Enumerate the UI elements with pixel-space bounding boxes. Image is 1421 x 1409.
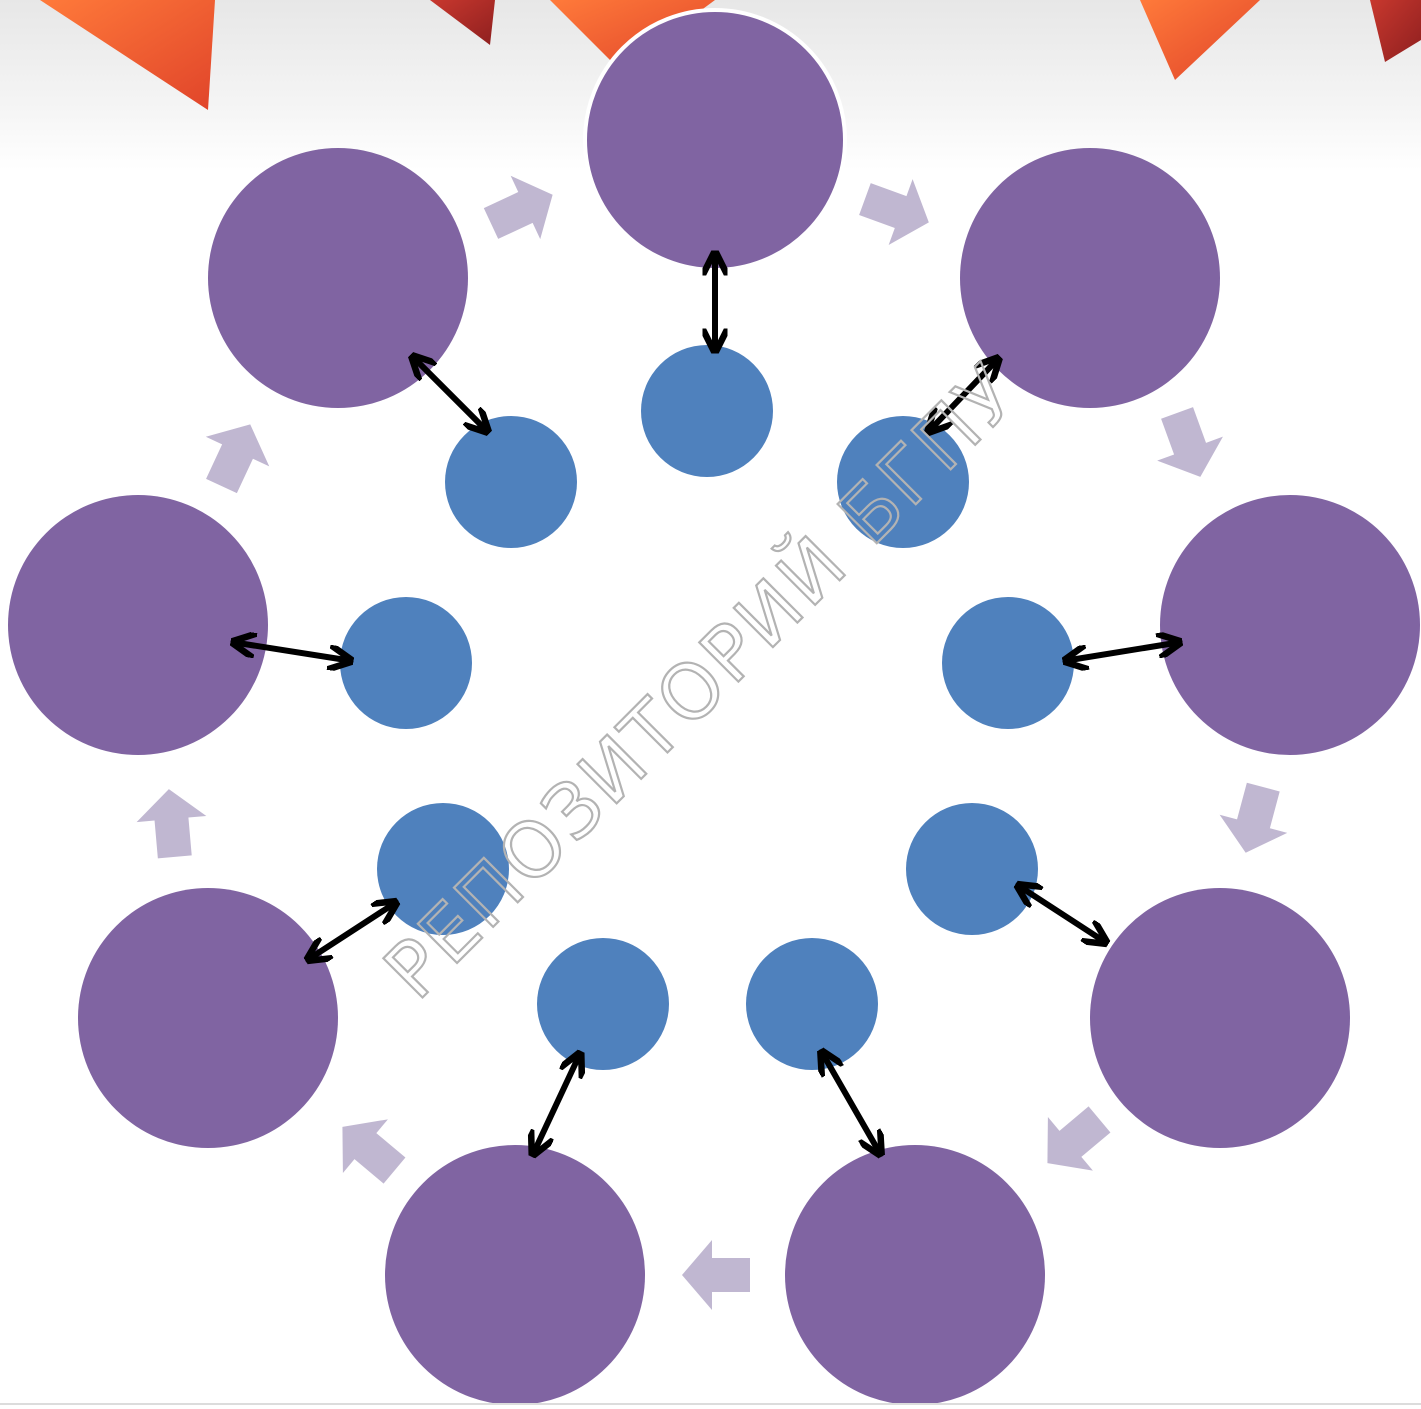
- link-arrows: [238, 258, 1175, 1150]
- cycle-arrow: [1219, 782, 1288, 853]
- inner-circle-node: [906, 803, 1038, 935]
- inner-circle-node: [942, 597, 1074, 729]
- inner-circle-node: [537, 938, 669, 1070]
- inner-circle-node: [837, 416, 969, 548]
- outer-circle-node: [1160, 495, 1420, 755]
- two-way-link-arrow: [1022, 888, 1102, 940]
- outer-circle-node: [960, 148, 1220, 408]
- two-way-link-arrow: [312, 905, 392, 957]
- inner-circle-node: [445, 416, 577, 548]
- bunting-flag: [40, 0, 215, 110]
- two-way-link-arrow: [238, 643, 346, 660]
- two-way-link-arrow: [535, 1058, 578, 1150]
- inner-circle-node: [377, 803, 509, 935]
- bunting-flag: [430, 0, 495, 45]
- outer-circle-node: [208, 148, 468, 408]
- bunting-flag: [1370, 0, 1421, 62]
- cycle-arrow: [136, 789, 207, 859]
- two-way-link-arrow: [932, 362, 995, 428]
- cycle-arrow: [859, 179, 929, 245]
- inner-circle-node: [340, 597, 472, 729]
- bunting-flag: [1140, 0, 1260, 80]
- outer-circle-node: [78, 888, 338, 1148]
- inner-circle-node: [641, 345, 773, 477]
- outer-circle-node: [785, 1145, 1045, 1405]
- outer-circle-node: [385, 1145, 645, 1405]
- outer-circle-node: [1090, 888, 1350, 1148]
- two-way-link-arrow: [1070, 643, 1175, 660]
- cycle-arrow: [1157, 407, 1223, 477]
- outer-circle-node: [583, 8, 847, 272]
- cycle-arrow: [1047, 1106, 1111, 1171]
- cycle-arrow: [342, 1119, 406, 1184]
- cycle-arrows: [136, 175, 1288, 1310]
- cycle-arrow: [483, 175, 553, 240]
- two-way-link-arrow: [824, 1056, 878, 1150]
- cycle-arrow: [205, 424, 270, 494]
- two-way-link-arrow: [416, 360, 484, 428]
- outer-circles: [8, 8, 1420, 1405]
- outer-circle-node: [8, 495, 268, 755]
- cycle-arrow: [682, 1240, 750, 1310]
- inner-circles: [340, 345, 1074, 1070]
- inner-circle-node: [746, 938, 878, 1070]
